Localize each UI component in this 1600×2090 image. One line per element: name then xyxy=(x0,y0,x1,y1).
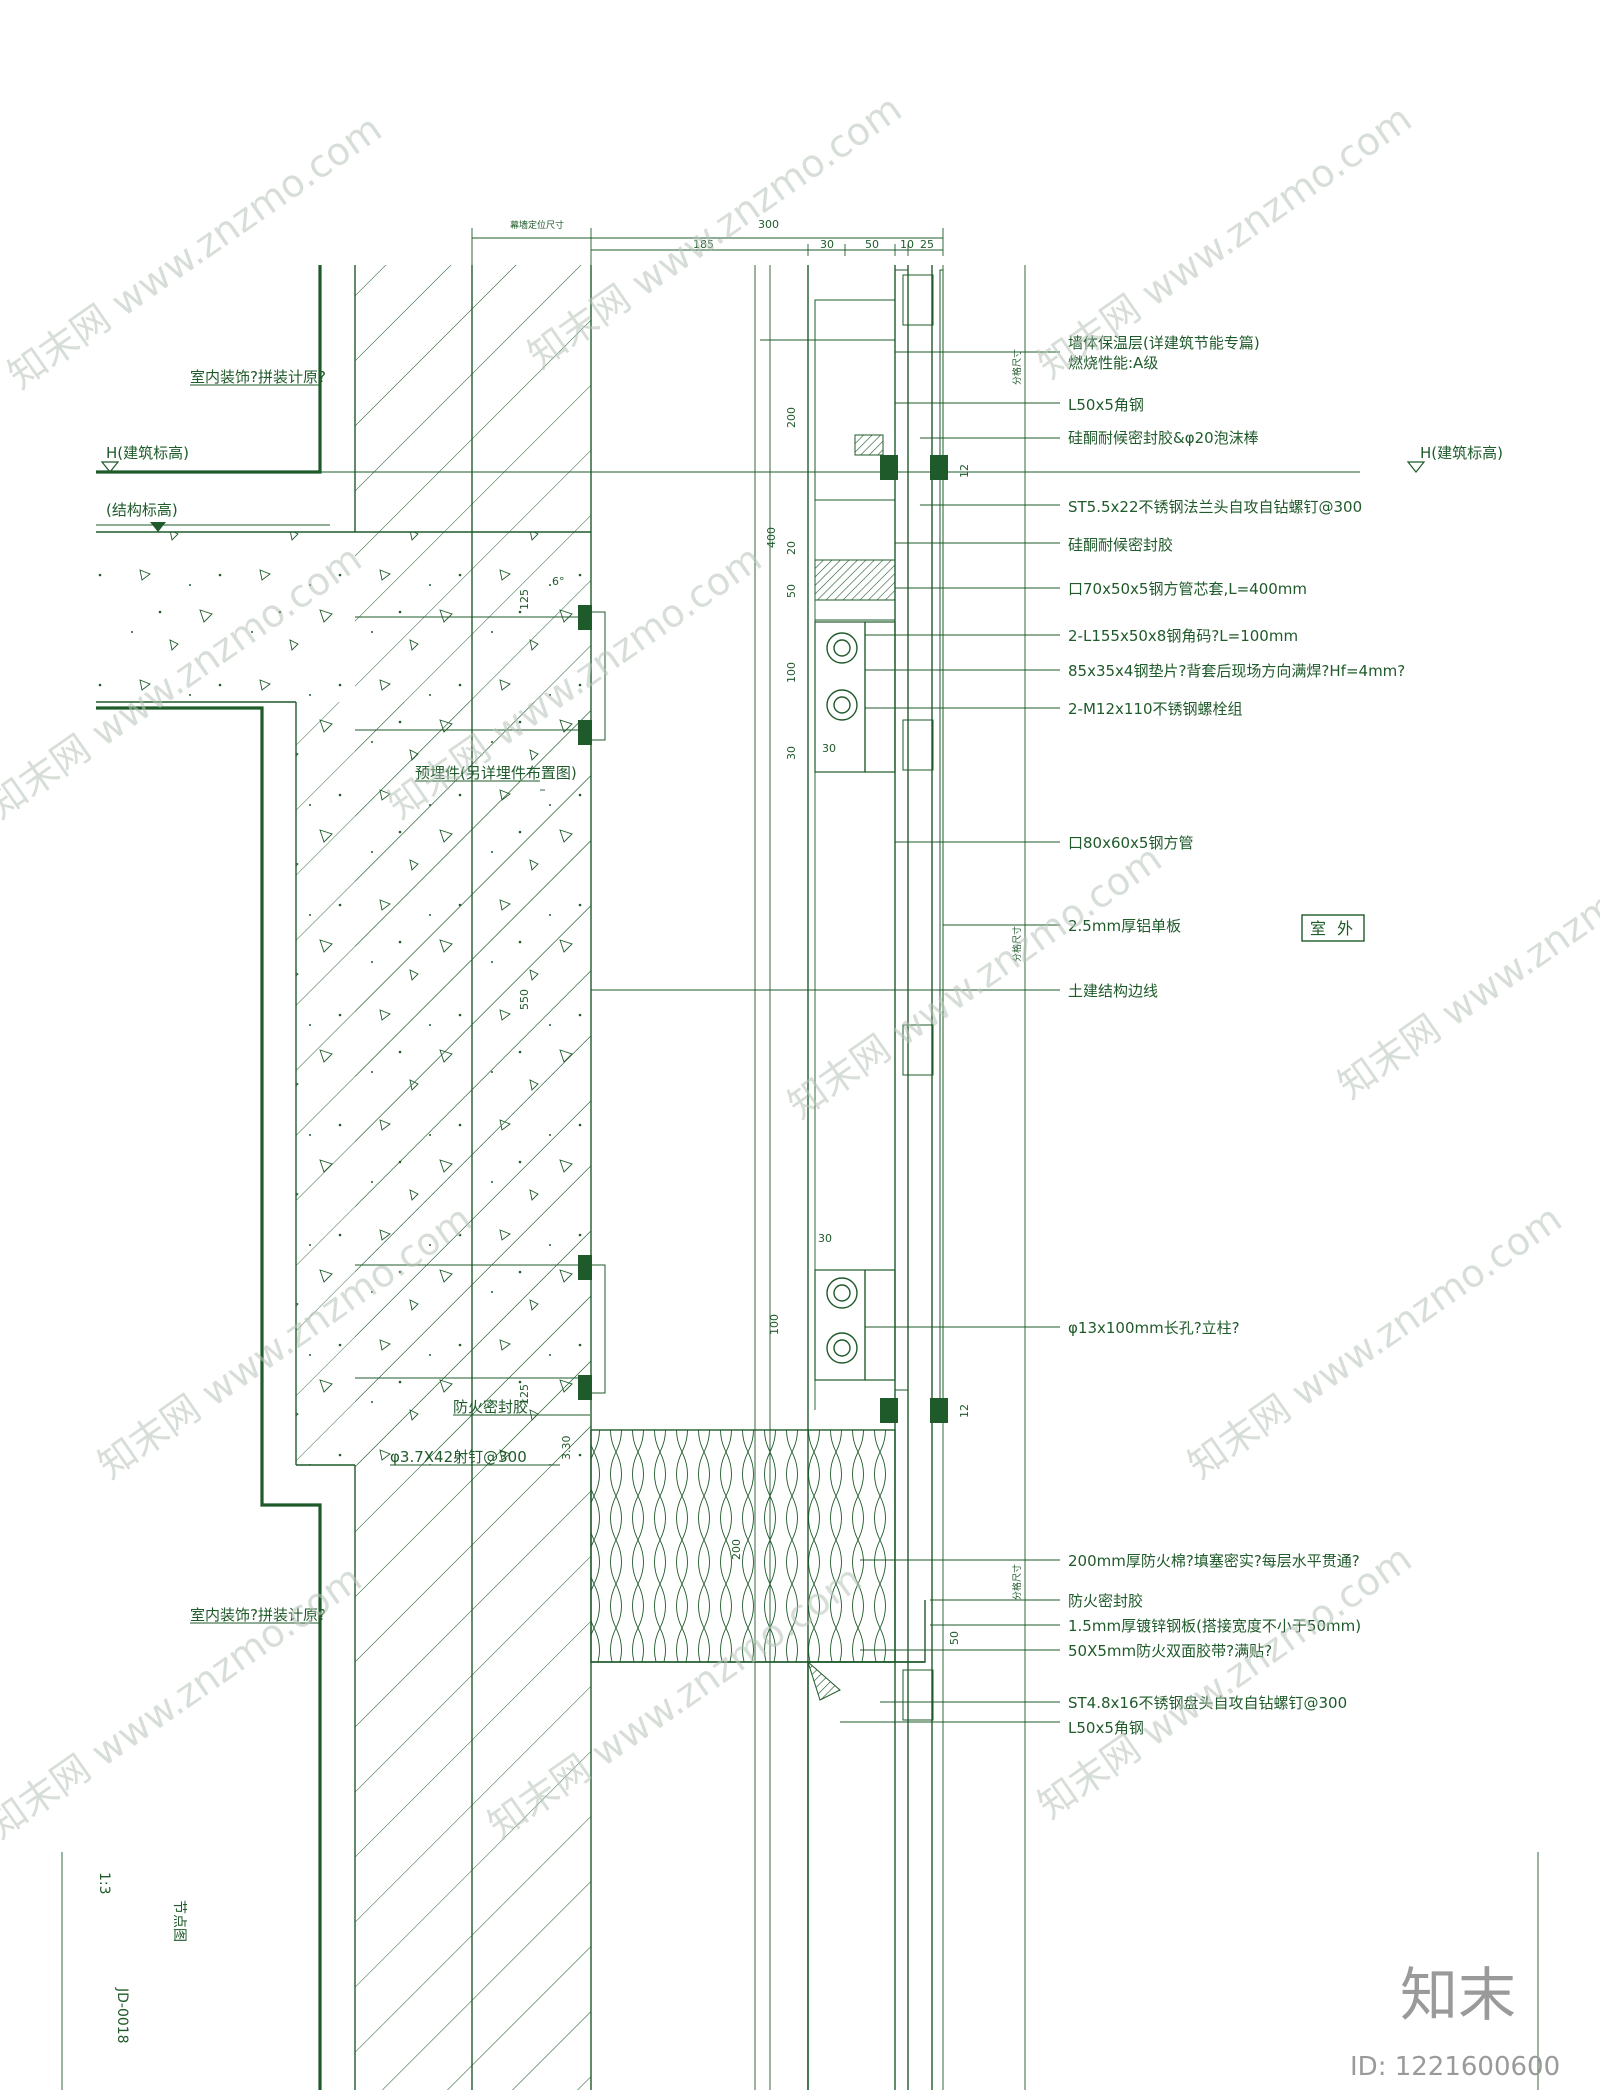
callout-16: 1.5mm厚镀锌钢板(搭接宽度不小于50mm) xyxy=(1068,1617,1361,1635)
callout-13: φ13x100mm长孔?立柱? xyxy=(1068,1319,1240,1337)
callout-7: 2-L155x50x8钢角码?L=100mm xyxy=(1068,627,1298,645)
anchor-lower xyxy=(355,1255,896,1400)
dim-v400: 400 xyxy=(765,527,778,548)
title-block: 1:3 节点图 JD-0018 xyxy=(61,1852,1539,2090)
dim-v12a: 12 xyxy=(958,464,971,478)
label-nail: φ3.7X42射钉@300 xyxy=(390,1448,527,1466)
label-fire-seal: 防火密封胶 xyxy=(453,1398,528,1416)
dim-v12b: 12 xyxy=(958,1404,971,1418)
level-h-right: H(建筑标高) xyxy=(1420,444,1503,462)
corner-logo: 知末 xyxy=(1400,1961,1516,2029)
level-h-left: H(建筑标高) xyxy=(106,444,189,462)
dim-v330: 3.30 xyxy=(560,1436,573,1461)
callout-15: 防火密封胶 xyxy=(1068,1592,1143,1610)
level-struct: (结构标高) xyxy=(106,501,178,519)
dim-v200: 200 xyxy=(785,407,798,428)
dim-v30a: 30 xyxy=(785,746,798,760)
dim-v100a: 100 xyxy=(785,662,798,683)
dim-v100b: 100 xyxy=(768,1314,781,1335)
callout-1: 燃烧性能:A级 xyxy=(1068,354,1158,372)
dim-50: 50 xyxy=(865,238,879,251)
callout-9: 2-M12x110不锈钢螺栓组 xyxy=(1068,700,1243,718)
watermark-7: 知末网 www.znzmo.com xyxy=(1330,816,1600,1107)
dim-v125a: 125 xyxy=(518,589,531,610)
callout-3: 硅酮耐候密封胶&φ20泡沫棒 xyxy=(1068,429,1259,447)
dim-rv3: 分格尺寸 xyxy=(1011,1564,1023,1600)
callout-4: ST5.5x22不锈钢法兰头自攻自钻螺钉@300 xyxy=(1068,498,1362,516)
dim-25: 25 xyxy=(920,238,934,251)
watermark-12: 知末网 www.znzmo.com xyxy=(1030,1536,1420,1827)
left-labels: 室内装饰?拼装计原? 室内装饰?拼装计原? 预埋件(另详埋件布置图) 防火密封胶… xyxy=(190,368,590,1624)
dim-angle: 6° xyxy=(552,575,565,588)
callout-0: 墙体保温层(详建筑节能专篇) xyxy=(1068,334,1260,352)
title-code: JD-0018 xyxy=(114,1987,130,2044)
dim-10: 10 xyxy=(900,238,914,251)
anchor-upper xyxy=(355,605,896,773)
callout-10: 口80x60x5钢方管 xyxy=(1068,834,1193,852)
dim-h30a: 30 xyxy=(822,742,836,755)
dim-top-left: 幕墙定位尺寸 xyxy=(510,219,564,231)
dim-v20: 20 xyxy=(785,541,798,555)
curtain-wall-lines xyxy=(471,228,1026,2090)
panel-fasteners xyxy=(854,274,948,1721)
callout-texts: 墙体保温层(详建筑节能专篇) 燃烧性能:A级 L50x5角钢 硅酮耐候密封胶&φ… xyxy=(1068,334,1405,1737)
callout-6: 口70x50x5钢方管芯套,L=400mm xyxy=(1068,580,1307,598)
callout-19: L50x5角钢 xyxy=(1068,1719,1144,1737)
callout-17: 50X5mm防火双面胶带?满贴? xyxy=(1068,1642,1272,1660)
title-name: 节点图 xyxy=(171,1900,187,1942)
dimension-texts: 幕墙定位尺寸 300 185 30 50 10 25 200 400 20 50… xyxy=(510,218,1023,1645)
dim-v50b: 50 xyxy=(948,1631,961,1645)
dim-30: 30 xyxy=(820,238,834,251)
dim-v125b: 125 xyxy=(518,1384,531,1405)
level-markers xyxy=(96,461,1426,532)
dim-rv1: 分格尺寸 xyxy=(1011,349,1023,385)
callout-12: 土建结构边线 xyxy=(1068,982,1158,1000)
watermark-1: 知末网 www.znzmo.com xyxy=(0,106,389,397)
corner-brand: 知末 ID: 1221600600 xyxy=(1350,1961,1560,2082)
watermark-9: 知末网 www.znzmo.com xyxy=(1180,1196,1570,1487)
callout-5: 硅酮耐候密封胶 xyxy=(1068,536,1173,554)
callout-leaders xyxy=(540,351,1060,1723)
watermark-10: 知末网 www.znzmo.com xyxy=(0,1556,369,1847)
level-labels: H(建筑标高) H(建筑标高) (结构标高) xyxy=(106,444,1503,519)
callout-2: L50x5角钢 xyxy=(1068,396,1144,414)
corner-id: ID: 1221600600 xyxy=(1350,2052,1560,2082)
title-scale: 1:3 xyxy=(96,1872,112,1895)
callout-11: 2.5mm厚铝单板 xyxy=(1068,917,1181,935)
dim-rv2: 分格尺寸 xyxy=(1011,926,1023,962)
structure-wall xyxy=(96,265,592,2090)
callout-18: ST4.8x16不锈钢盘头自攻自钻螺钉@300 xyxy=(1068,1694,1347,1712)
watermark-2: 知末网 www.znzmo.com xyxy=(520,86,910,377)
dim-185: 185 xyxy=(693,238,714,251)
label-interior-top: 室内装饰?拼装计原? xyxy=(190,368,326,386)
callout-14: 200mm厚防火棉?填塞密实?每层水平贯通? xyxy=(1068,1552,1360,1570)
label-interior-bottom: 室内装饰?拼装计原? xyxy=(190,1606,326,1624)
dim-h30b: 30 xyxy=(818,1232,832,1245)
room-label: 室 外 xyxy=(1310,919,1356,938)
callout-8: 85x35x4钢垫片?背套后现场方向满焊?Hf=4mm? xyxy=(1068,662,1405,680)
dim-v50: 50 xyxy=(785,584,798,598)
dim-v200b: 200 xyxy=(730,1539,743,1560)
dim-v550: 550 xyxy=(518,989,531,1010)
room-tag: 室 外 xyxy=(1301,914,1365,942)
fire-insulation xyxy=(590,1429,926,2090)
label-embed: 预埋件(另详埋件布置图) xyxy=(415,764,577,782)
dim-total: 300 xyxy=(758,218,779,231)
